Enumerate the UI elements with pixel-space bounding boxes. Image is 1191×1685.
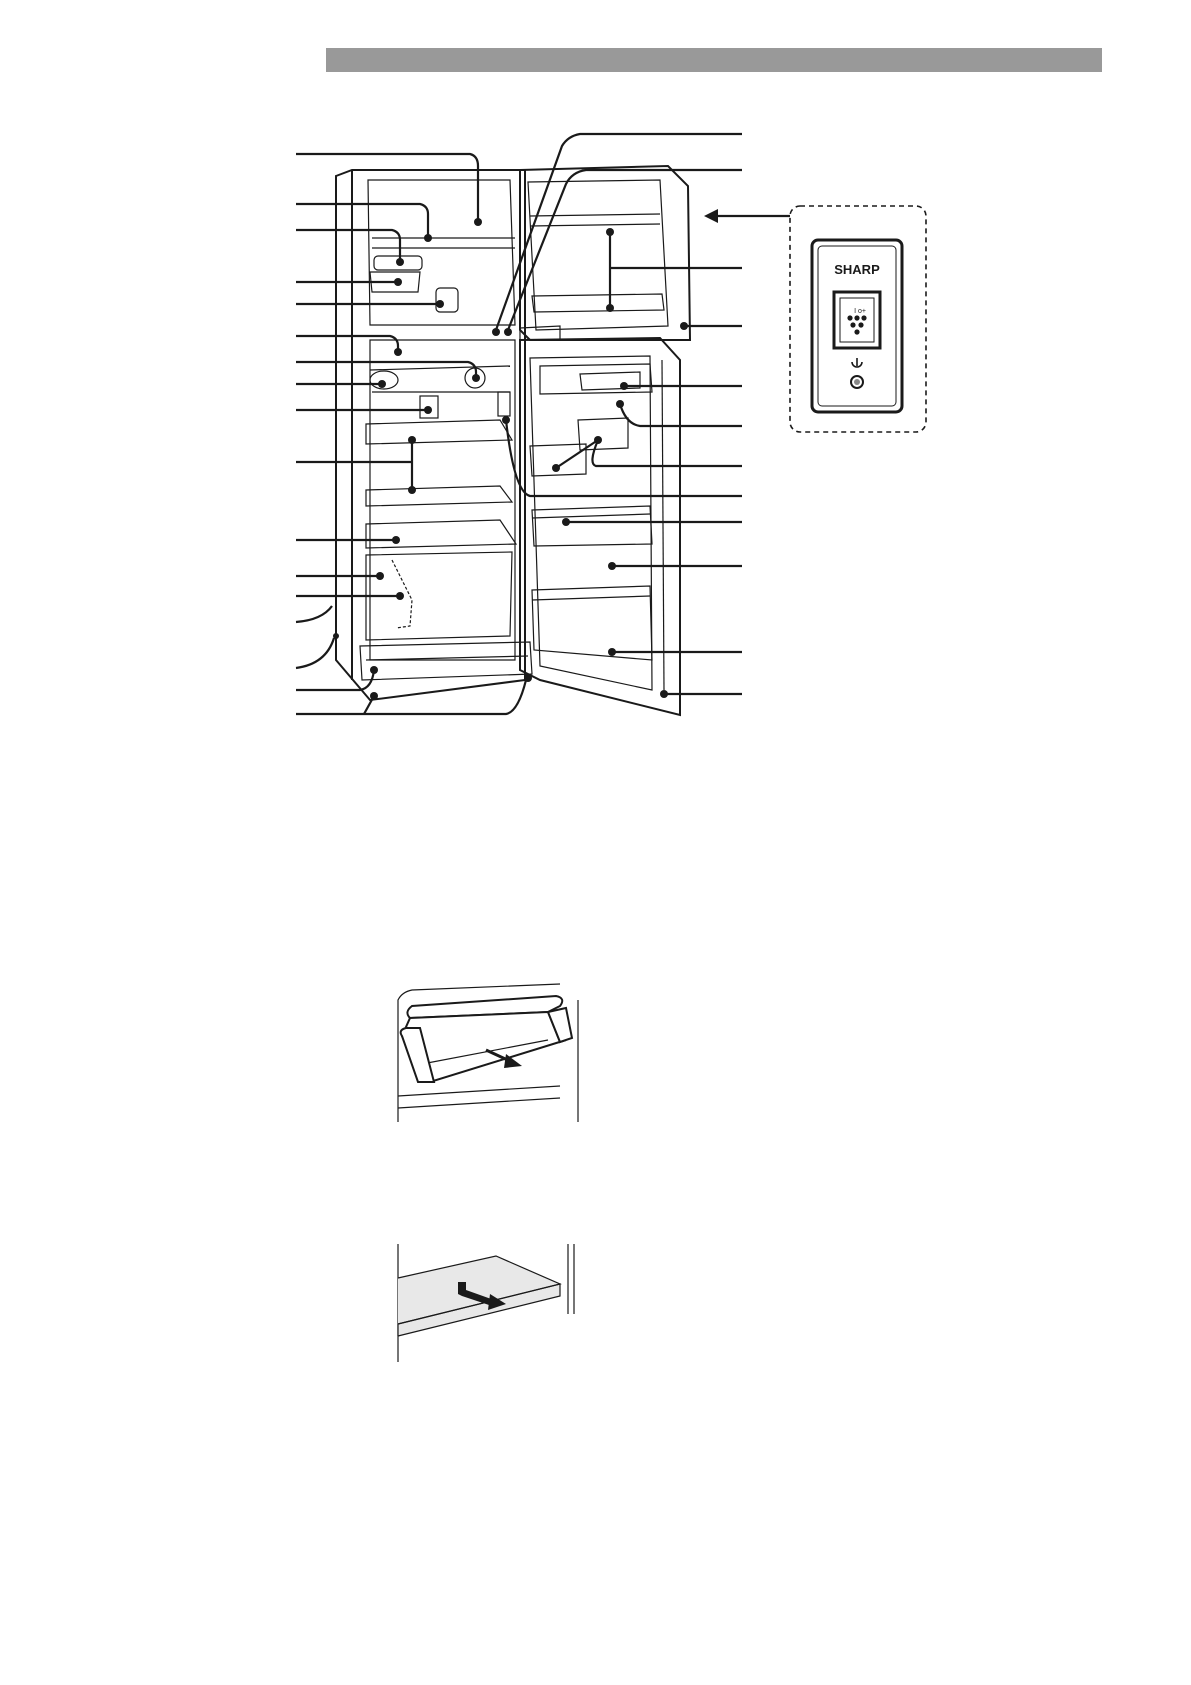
ion-indicator-text: I o+ [854,308,866,315]
power-icon [851,358,863,368]
refrigerator-cabinet [335,169,533,702]
door-bin-illustration [397,983,579,1122]
arrow-icon [458,1282,506,1310]
left-callout-lines [295,152,532,716]
ion-grape-icon [847,315,867,335]
brand-label: SHARP [834,262,880,277]
fridge-door [519,336,681,717]
control-panel-inset [704,205,927,433]
arrow-icon [485,1048,522,1068]
glass-shelf-illustration [397,1244,575,1362]
header-bar [326,48,1102,72]
right-callout-lines [492,132,742,698]
